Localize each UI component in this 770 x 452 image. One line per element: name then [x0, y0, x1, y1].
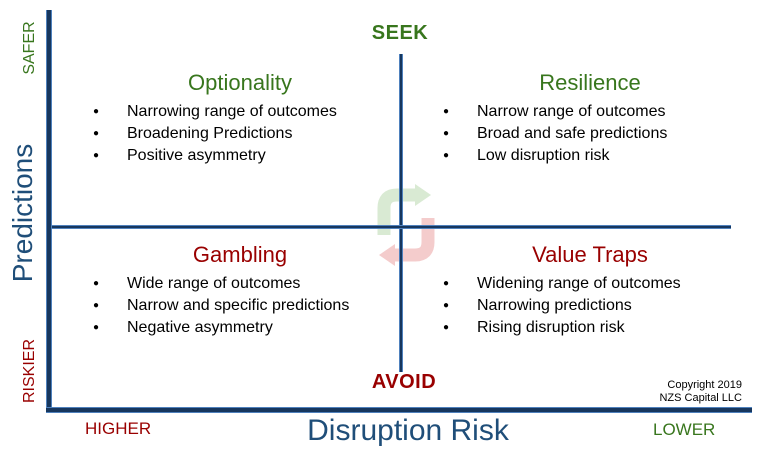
- bullet-icon: ●: [443, 128, 450, 139]
- quadrant-title: Optionality: [188, 70, 292, 95]
- quadrant-bullet-list: ● Narrowing range of outcomes ● Broadening…: [85, 101, 395, 167]
- bullet-icon: ●: [443, 150, 450, 161]
- bullet-text: Widening range of outcomes: [477, 275, 681, 292]
- bullet-text: Low disruption risk: [477, 147, 610, 164]
- bullet-text: Positive asymmetry: [127, 147, 266, 164]
- x-axis-title: Disruption Risk: [307, 414, 509, 447]
- list-item: ● Broad and safe predictions: [435, 123, 745, 145]
- cycle-arrows-icon: [377, 184, 435, 266]
- quadrant-title: Gambling: [192, 242, 288, 267]
- list-item: ● Negative asymmetry: [85, 317, 395, 339]
- copyright-line-1: Copyright 2019: [667, 379, 742, 391]
- list-item: ● Narrow range of outcomes: [435, 101, 745, 123]
- bullet-icon: ●: [93, 300, 100, 311]
- lower-label: LOWER: [653, 420, 716, 439]
- list-item: ● Narrowing predictions: [435, 295, 745, 317]
- quadrant-title: Value Traps: [532, 242, 648, 267]
- x-axis-line: [46, 407, 752, 413]
- bullet-text: Narrowing range of outcomes: [127, 103, 337, 120]
- vertical-divider-line: [399, 54, 403, 372]
- list-item: ● Positive asymmetry: [85, 145, 395, 167]
- list-item: ● Narrowing range of outcomes: [85, 101, 395, 123]
- list-item: ● Rising disruption risk: [435, 317, 745, 339]
- bullet-icon: ●: [443, 106, 450, 117]
- bullet-icon: ●: [93, 150, 100, 161]
- bullet-icon: ●: [93, 322, 100, 333]
- safer-label: SAFER: [21, 21, 38, 75]
- riskier-label: RISKIER: [21, 338, 38, 404]
- quadrant-bullet-list: ● Wide range of outcomes ● Narrow and spec…: [85, 273, 395, 339]
- list-item: ● Broadening Predictions: [85, 123, 395, 145]
- bullet-text: Negative asymmetry: [127, 319, 273, 336]
- horizontal-divider-line: [52, 225, 731, 229]
- bullet-icon: ●: [443, 300, 450, 311]
- quadrant-title: Resilience: [539, 70, 641, 95]
- bullet-icon: ●: [93, 106, 100, 117]
- quadrant-optionality: Optionality ● Narrowing range of outcomes…: [85, 70, 395, 167]
- bullet-icon: ●: [93, 278, 100, 289]
- quadrant-bullet-list: ● Widening range of outcomes ● Narrowing p…: [435, 273, 745, 339]
- y-axis-title: Predictions: [7, 143, 38, 283]
- list-item: ● Wide range of outcomes: [85, 273, 395, 295]
- bullet-text: Narrow and specific predictions: [127, 297, 350, 314]
- y-axis-line: [46, 10, 52, 411]
- list-item: ● Narrow and specific predictions: [85, 295, 395, 317]
- bullet-text: Narrowing predictions: [477, 297, 632, 314]
- bullet-text: Broad and safe predictions: [477, 125, 668, 142]
- avoid-label: AVOID: [371, 371, 437, 393]
- quadrant-gambling: Gambling ● Wide range of outcomes ● Narrow…: [85, 242, 395, 339]
- seek-label: SEEK: [371, 22, 429, 44]
- bullet-text: Wide range of outcomes: [127, 275, 301, 292]
- bullet-text: Broadening Predictions: [127, 125, 293, 142]
- list-item: ● Low disruption risk: [435, 145, 745, 167]
- copyright-line-2: NZS Capital LLC: [659, 392, 742, 404]
- quadrant-value-traps: Value Traps ● Widening range of outcomes …: [435, 242, 745, 339]
- bullet-icon: ●: [443, 322, 450, 333]
- quadrant-bullet-list: ● Narrow range of outcomes ● Broad and saf…: [435, 101, 745, 167]
- avoid-cycle-arrow-icon: [379, 218, 435, 266]
- list-item: ● Widening range of outcomes: [435, 273, 745, 295]
- copyright-notice: Copyright 2019 NZS Capital LLC: [659, 379, 742, 405]
- bullet-icon: ●: [443, 278, 450, 289]
- bullet-text: Rising disruption risk: [477, 319, 625, 336]
- bullet-text: Narrow range of outcomes: [477, 103, 666, 120]
- quadrant-resilience: Resilience ● Narrow range of outcomes ● Br…: [435, 70, 745, 167]
- bullet-icon: ●: [93, 128, 100, 139]
- higher-label: HIGHER: [85, 419, 152, 438]
- seek-cycle-arrow-icon: [377, 184, 431, 235]
